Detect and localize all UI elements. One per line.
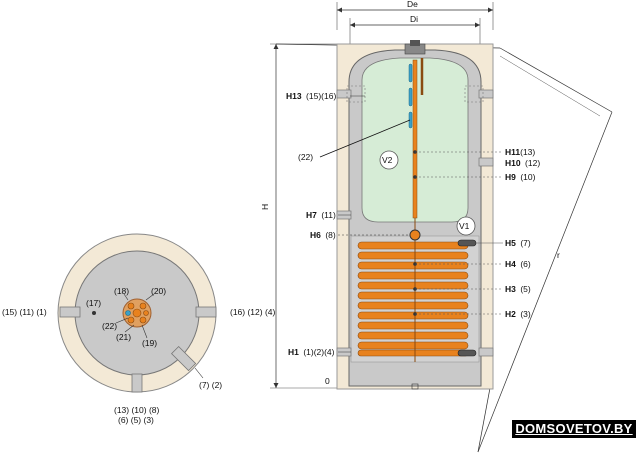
top-view: (17) (18) (20) (22) (21) (19) (15) (11) … — [2, 233, 276, 425]
label-h7: H7 (11) — [306, 205, 336, 222]
top-label-22: (22) — [102, 321, 117, 331]
top-label-17: (17) — [86, 298, 101, 308]
port-h10 — [478, 157, 494, 167]
magnesium-anode — [408, 63, 413, 129]
dim-h: H — [260, 204, 270, 210]
marker-v1 — [456, 216, 476, 236]
top-label-19: (19) — [142, 338, 157, 348]
watermark-logo: DOMSOVETOV.BY — [512, 420, 636, 438]
top-label-21: (21) — [116, 332, 131, 342]
top-label-bottom2: (6) (5) (3) — [118, 415, 154, 425]
anode-rod — [412, 59, 418, 219]
dim-r: r — [557, 250, 560, 260]
dim-de: De — [407, 0, 418, 9]
sensor-17 — [92, 311, 96, 315]
top-label-20: (20) — [151, 286, 166, 296]
label-h5: H5 (7) — [505, 233, 531, 250]
top-label-left: (15) (11) (1) — [2, 307, 47, 317]
side-section: De Di H 0 r — [260, 0, 613, 453]
label-h4: H4 (6) — [505, 254, 531, 271]
port-bottom — [131, 373, 143, 393]
marker-v2 — [379, 150, 399, 170]
dim-di: Di — [410, 14, 418, 24]
label-v1: V1 — [459, 221, 470, 231]
port-diagonal — [170, 345, 197, 372]
port-h13-right — [478, 89, 494, 99]
label-h6: H6 (8) — [310, 225, 336, 242]
port-h1-right — [478, 347, 494, 357]
label-v2: V2 — [382, 155, 393, 165]
label-h9: H9 (10) — [505, 167, 536, 184]
top-label-diag: (7) (2) — [199, 380, 222, 390]
label-anode: (22) — [298, 152, 313, 162]
port-h6 — [409, 229, 421, 241]
label-h2: H2 (3) — [505, 304, 531, 321]
label-h10: H10 (12) — [505, 153, 540, 170]
top-label-18: (18) — [114, 286, 129, 296]
port-h13-left — [336, 89, 352, 99]
label-h1: H1 (1)(2)(4) — [288, 342, 335, 359]
top-label-bottom1: (13) (10) (8) — [114, 405, 160, 415]
label-h3: H3 (5) — [505, 279, 531, 296]
label-h13: H13 (15)(16) — [286, 86, 336, 103]
dim-zero: 0 — [325, 376, 330, 386]
heating-coil — [357, 239, 477, 357]
port-left — [59, 306, 81, 318]
port-right — [195, 306, 217, 318]
top-label-right: (16) (12) (4) — [230, 307, 276, 317]
label-h11: H11(13) — [505, 147, 535, 157]
